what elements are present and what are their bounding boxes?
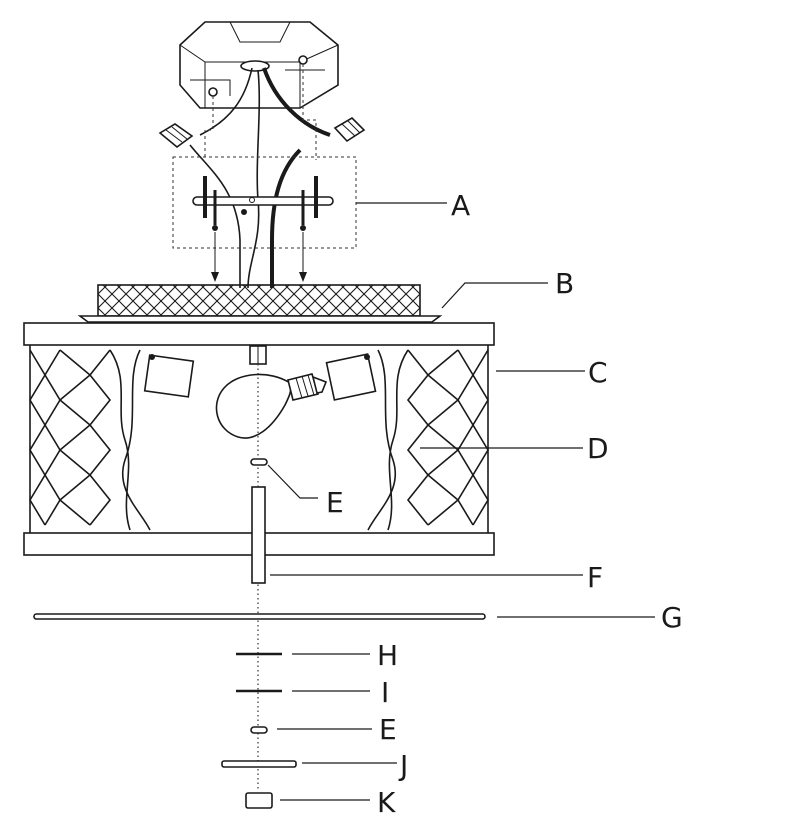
canopy bbox=[77, 284, 443, 323]
diffuser-glass bbox=[33, 613, 486, 620]
plate-j bbox=[221, 760, 297, 768]
callout-a: A bbox=[451, 189, 470, 222]
finial-k bbox=[245, 792, 273, 809]
callout-b: B bbox=[555, 267, 574, 300]
screw-arrows bbox=[211, 232, 307, 282]
wire-nut-right bbox=[333, 116, 366, 143]
callout-h: H bbox=[377, 639, 398, 672]
center-nipple-top bbox=[249, 345, 267, 365]
callout-d: D bbox=[587, 432, 609, 465]
nut-upper bbox=[250, 458, 268, 466]
wire-nut-left bbox=[158, 123, 194, 149]
callout-j: J bbox=[398, 749, 408, 782]
callout-f: F bbox=[587, 561, 603, 594]
lattice-right bbox=[367, 349, 489, 531]
leader-lines bbox=[267, 202, 655, 801]
lattice-left bbox=[29, 349, 151, 531]
light-bulb bbox=[215, 373, 328, 439]
callout-g: G bbox=[661, 601, 683, 634]
nut-lower bbox=[250, 726, 268, 734]
callout-i: I bbox=[381, 676, 389, 709]
socket-right bbox=[325, 353, 377, 401]
crossbar bbox=[192, 176, 334, 231]
callout-e-upper: E bbox=[326, 486, 344, 519]
threaded-rod bbox=[251, 486, 266, 584]
socket-left bbox=[143, 354, 195, 398]
callout-c: C bbox=[588, 356, 608, 389]
callout-e-lower: E bbox=[379, 713, 397, 746]
callout-k: K bbox=[377, 786, 396, 819]
